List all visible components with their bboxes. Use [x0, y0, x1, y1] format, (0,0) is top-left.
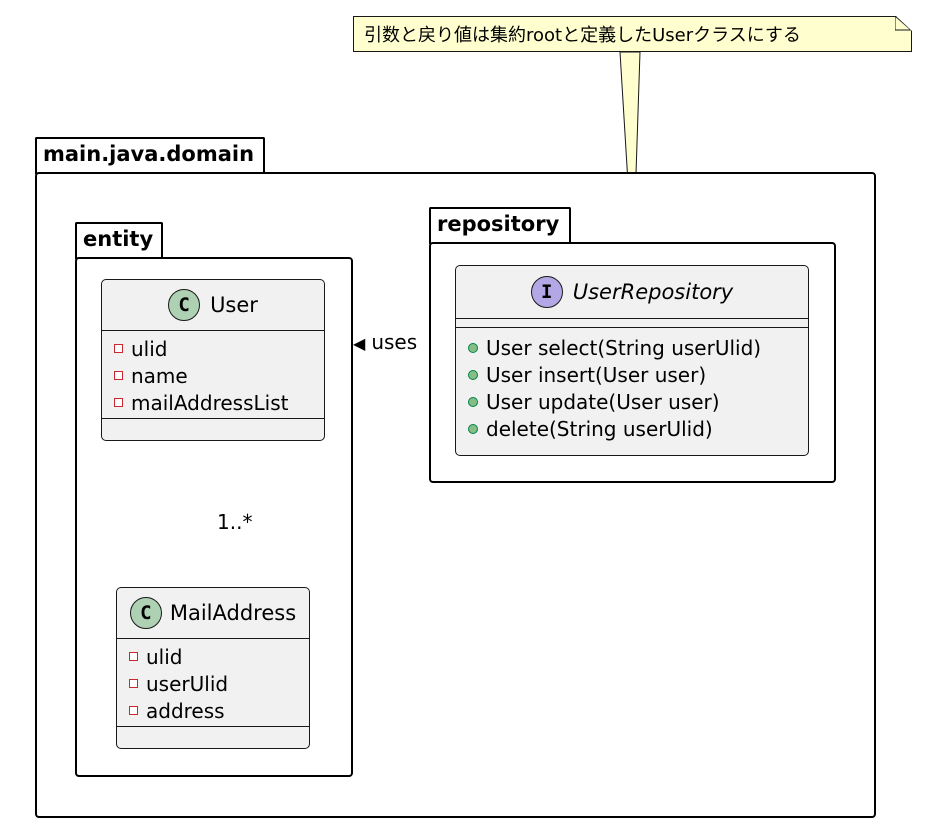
class-mailaddress-methods: [117, 727, 309, 735]
interface-name-userrepository: UserRepository: [572, 280, 734, 304]
interface-stereotype-icon: I: [530, 276, 563, 308]
field-userulid: userUlid: [117, 670, 309, 697]
uses-label-text: uses: [371, 330, 418, 354]
class-user: C User ulid name mailAddressList: [101, 279, 325, 441]
private-field-icon: [129, 706, 138, 715]
public-method-icon: [468, 342, 478, 353]
method-select: User select(String userUlid): [456, 334, 808, 361]
public-method-icon: [468, 423, 478, 434]
class-stereotype-icon: C: [168, 289, 201, 321]
package-tab-entity: entity: [75, 222, 163, 259]
interface-userrepository-fields: [456, 319, 808, 328]
class-stereotype-icon: C: [129, 597, 162, 629]
package-title-entity: entity: [83, 227, 154, 251]
class-mailaddress-fields: ulid userUlid address: [117, 639, 309, 727]
field-ulid: ulid: [102, 335, 324, 362]
uses-direction-icon: ◀: [353, 334, 366, 353]
class-user-header: C User: [102, 280, 324, 331]
class-user-methods: [102, 419, 324, 427]
note-connector: [619, 51, 641, 266]
uses-label: ◀ uses: [353, 330, 417, 354]
method-delete: delete(String userUlid): [456, 415, 808, 442]
private-field-icon: [129, 652, 138, 661]
private-field-icon: [114, 371, 123, 380]
package-tab-repository: repository: [429, 207, 571, 244]
class-mailaddress-header: C MailAddress: [117, 588, 309, 639]
field-address: address: [117, 697, 309, 724]
private-field-icon: [114, 398, 123, 407]
method-update: User update(User user): [456, 388, 808, 415]
interface-userrepository: I UserRepository User select(String user…: [455, 265, 809, 456]
method-insert: User insert(User user): [456, 361, 808, 388]
note-text: 引数と戻り値は集約rootと定義したUserクラスにする: [364, 25, 801, 46]
field-ulid: ulid: [117, 643, 309, 670]
public-method-icon: [468, 369, 478, 380]
field-mailaddresslist: mailAddressList: [102, 389, 324, 416]
interface-userrepository-header: I UserRepository: [456, 266, 808, 319]
interface-userrepository-methods: User select(String userUlid) User insert…: [456, 328, 808, 444]
package-title-repository: repository: [437, 212, 560, 236]
private-field-icon: [114, 344, 123, 353]
composition-multiplicity: 1..*: [217, 510, 253, 534]
class-name-mailaddress: MailAddress: [169, 601, 297, 625]
package-title-main-java-domain: main.java.domain: [43, 142, 255, 166]
note: 引数と戻り値は集約rootと定義したUserクラスにする: [353, 16, 912, 52]
note-fold-corner: [895, 16, 912, 31]
class-name-user: User: [210, 293, 258, 317]
public-method-icon: [468, 396, 478, 407]
private-field-icon: [129, 679, 138, 688]
class-mailaddress: C MailAddress ulid userUlid address: [116, 587, 310, 749]
class-user-fields: ulid name mailAddressList: [102, 331, 324, 419]
package-tab-main-java-domain: main.java.domain: [35, 137, 265, 174]
field-name: name: [102, 362, 324, 389]
